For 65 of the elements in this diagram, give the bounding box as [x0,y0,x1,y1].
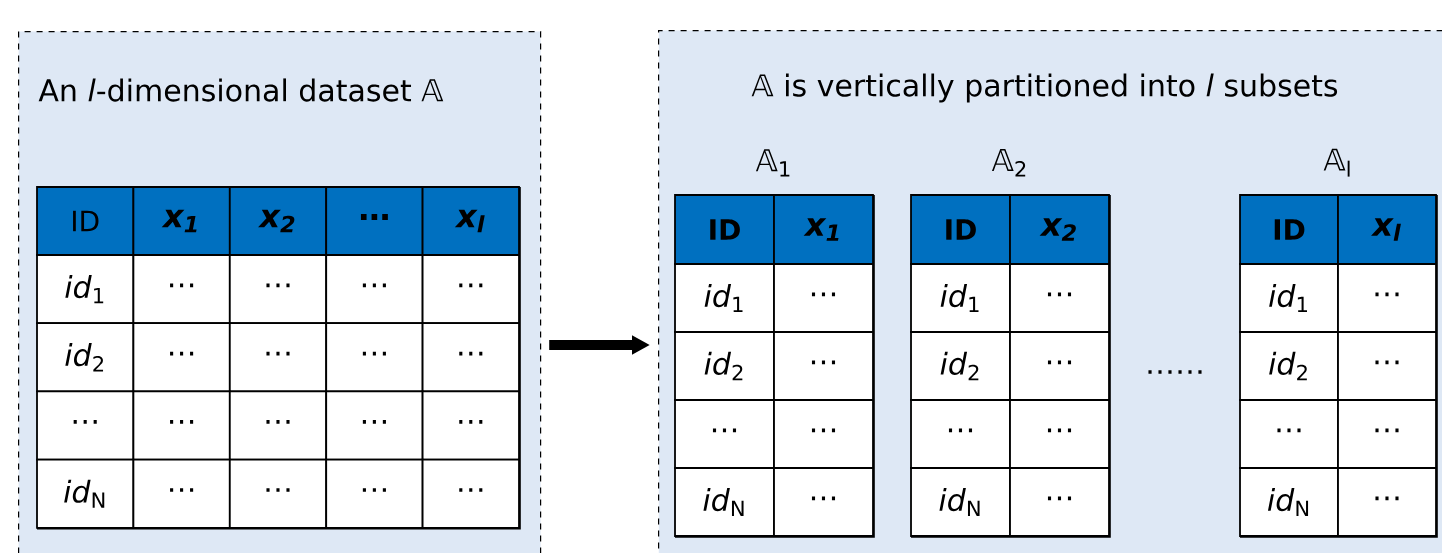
table-cell: ⋯ [325,254,424,325]
table-cell: ⋯ [1337,467,1437,537]
table-cell: ⋯ [910,399,1011,469]
table-cell: id$_{2}$ [36,322,135,393]
table-cell: id$_{1}$ [1239,263,1339,333]
table-cell: ⋯ [421,254,520,325]
table-cell: ID [36,186,135,256]
table-cell: x$_{l}$ [421,186,520,256]
table-cell: id$_{N}$ [910,467,1011,537]
table-cell: id$_{N}$ [36,458,135,529]
table-cell: ⋯ [228,458,328,529]
table-cell: id$_{2}$ [674,331,775,401]
table-cell: x$_{2}$ [1009,194,1110,265]
table-cell: ⋯ [1009,263,1110,333]
table-cell: id$_{2}$ [910,331,1011,401]
table-cell: ⋯ [132,322,231,393]
table-cell: x$_{1}$ [132,186,231,256]
table-cell: ⋯ [1337,399,1437,469]
table-cell: ⋯ [773,399,874,469]
table-cell: ⋯ [325,322,424,393]
table-caption: 𝔸$_{2}$ [991,149,1026,177]
table-cell: ⋯ [36,390,135,461]
table-cell: id$_{1}$ [36,254,135,325]
table-cell: ⋯ [228,322,328,393]
table-cell: ⋯ [1009,331,1110,401]
data-table [674,194,875,538]
table-cell: ⋯ [773,331,874,401]
table-cell: id$_{1}$ [910,263,1011,333]
table-cell: ⋯ [1337,263,1437,333]
table-cell: ID [910,194,1011,265]
table-cell: ⋯ [1009,467,1110,537]
table-cell: x$_{l}$ [1337,194,1437,265]
data-table [910,194,1111,538]
table-cell: id$_{2}$ [1239,331,1339,401]
table-cell: ⋯ [325,390,424,461]
table-cell: ⋯ [421,458,520,529]
data-table [1239,194,1438,538]
table-cell: ⋯ [773,467,874,537]
panel-title: An l-dimensional dataset 𝔸 [38,78,444,102]
table-cell: ⋯ [325,186,424,256]
table-cell: ⋯ [773,263,874,333]
data-table [36,186,521,530]
table-cell: id$_{N}$ [1239,467,1339,537]
table-caption: 𝔸$_{l}$ [1323,148,1350,177]
table-cell: ⋯ [674,399,775,469]
table-cell: ⋯ [421,390,520,461]
table-cell: ⋯ [132,254,231,325]
table-cell: ⋯ [228,254,328,325]
table-cell: ID [674,194,775,265]
table-cell: ⋯ [421,322,520,393]
table-cell: ⋯ [1009,399,1110,469]
table-cell: ⋯ [325,458,424,529]
table-cell: id$_{1}$ [674,263,775,333]
table-cell: ID [1239,194,1339,265]
ellipsis: …… [1148,370,1202,374]
panel-title: 𝔸 is vertically partitioned into l subsets [751,73,1338,103]
table-cell: x$_{1}$ [773,194,874,265]
table-cell: ⋯ [1337,331,1437,401]
table-cell: ⋯ [132,458,231,529]
table-cell: ⋯ [1239,399,1339,469]
table-cell: ⋯ [228,390,328,461]
table-cell: id$_{N}$ [674,467,775,537]
table-caption: 𝔸$_{1}$ [755,149,790,177]
table-cell: x$_{2}$ [228,186,328,256]
table-cell: ⋯ [132,390,231,461]
